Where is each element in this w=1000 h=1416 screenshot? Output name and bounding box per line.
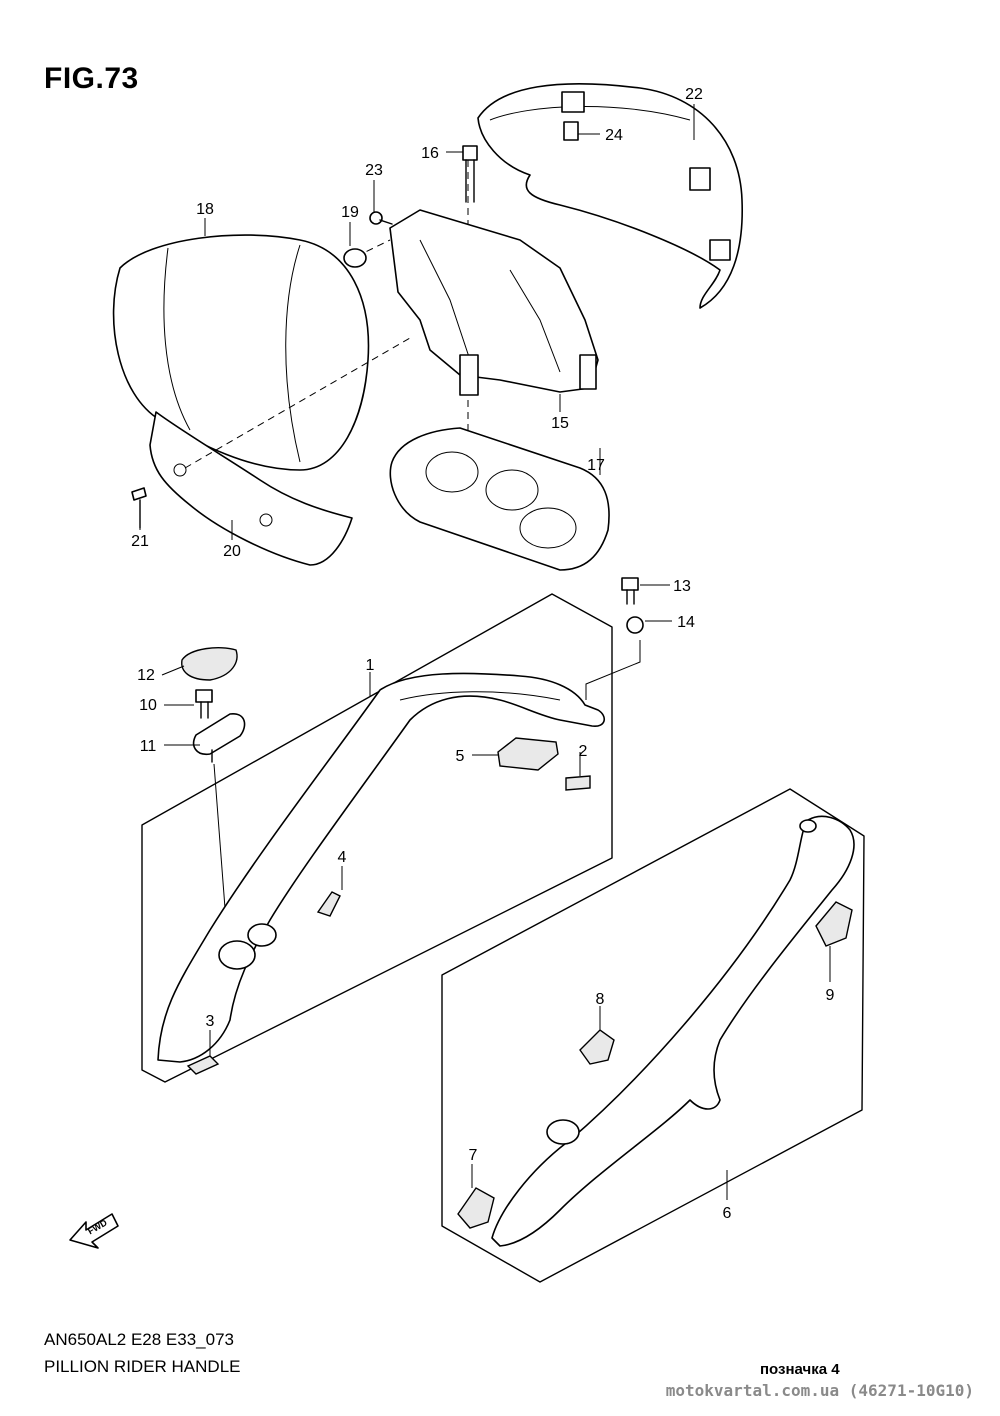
handle-panel-frame	[141, 593, 613, 1083]
pad-3	[186, 1055, 220, 1075]
callout-13: 13	[673, 578, 691, 595]
callout-17: 17	[587, 457, 605, 474]
callout-5: 5	[456, 748, 465, 765]
collar-19	[343, 248, 367, 268]
callout-3: 3	[206, 1013, 215, 1030]
cushion-plate	[389, 427, 610, 571]
mark-label: позначка 4	[760, 1361, 840, 1378]
callout-16: 16	[421, 145, 439, 162]
bolt-16	[462, 145, 478, 203]
callout-24: 24	[605, 127, 623, 144]
cap-12	[181, 647, 238, 681]
callout-6: 6	[723, 1205, 732, 1222]
pillion-handle-left	[157, 672, 605, 1063]
screw-21	[131, 487, 147, 529]
clip-24	[563, 121, 579, 141]
callout-4: 4	[338, 849, 347, 866]
callout-22: 22	[685, 86, 703, 103]
callout-labels: 1 2 3 4 5 6 7 8 9 10 11 12 13 14 15 16 1…	[131, 86, 834, 1222]
callout-21: 21	[131, 533, 149, 550]
callout-18: 18	[196, 201, 214, 218]
callout-9: 9	[826, 987, 835, 1004]
pad-4	[316, 891, 341, 917]
model-code: AN650AL2 E28 E33_073	[44, 1330, 234, 1349]
pad-9	[815, 901, 853, 947]
pad-2	[565, 775, 591, 791]
callout-20: 20	[223, 543, 241, 560]
lower-cover	[149, 411, 353, 566]
plate-11	[192, 713, 246, 763]
screw-23	[369, 211, 393, 225]
pad-8	[579, 1029, 615, 1065]
callout-12: 12	[137, 667, 155, 684]
pad-5	[497, 737, 559, 771]
callout-8: 8	[596, 991, 605, 1008]
handle-right-panel-frame	[441, 788, 865, 1283]
rear-cover	[477, 83, 744, 309]
callout-10: 10	[139, 697, 157, 714]
washer-14	[626, 616, 644, 634]
bolt-13	[621, 577, 639, 605]
callout-15: 15	[551, 415, 569, 432]
pad-7	[457, 1187, 495, 1229]
figure-caption: PILLION RIDER HANDLE	[44, 1357, 241, 1376]
pillion-handle-right	[491, 815, 855, 1247]
watermark: motokvartal.com.ua (46271-10G10)	[665, 1381, 974, 1400]
leader-lines	[139, 104, 831, 1200]
callout-23: 23	[365, 162, 383, 179]
callout-11: 11	[140, 738, 157, 755]
callout-1: 1	[366, 657, 375, 674]
fwd-arrow-icon: FWD	[69, 1213, 119, 1249]
backrest-pad	[112, 234, 370, 471]
callout-14: 14	[677, 614, 695, 631]
figure-title: FIG.73	[44, 62, 139, 95]
backrest-bracket	[389, 209, 599, 396]
callout-2: 2	[579, 743, 588, 760]
callout-7: 7	[469, 1147, 478, 1164]
callout-19: 19	[341, 204, 359, 221]
bolt-10	[195, 689, 213, 719]
